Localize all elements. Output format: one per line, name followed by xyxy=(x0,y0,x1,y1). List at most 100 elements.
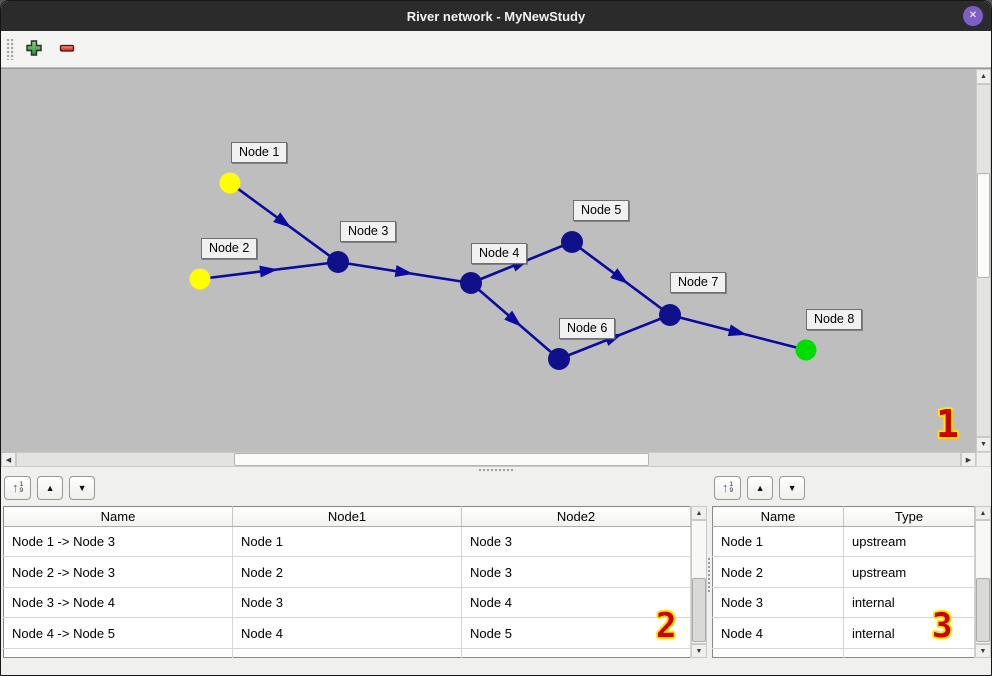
move-down-button[interactable]: ▼ xyxy=(69,476,96,500)
scrollbar-thumb[interactable] xyxy=(233,453,649,466)
node-label[interactable]: Node 5 xyxy=(573,200,630,221)
move-down-button[interactable]: ▼ xyxy=(779,476,806,500)
table-cell[interactable]: Node 1 xyxy=(232,526,462,558)
table-cell[interactable]: Node 3 xyxy=(461,556,691,588)
move-up-button[interactable]: ▲ xyxy=(747,476,774,500)
table-cell[interactable]: Node 2 xyxy=(712,556,844,588)
table-cell[interactable]: Node 4 -> Node 5 xyxy=(3,617,233,649)
arrow-down-icon: ▼ xyxy=(979,647,987,655)
table-cell[interactable]: upstream xyxy=(843,556,975,588)
column-header-name[interactable]: Name xyxy=(712,506,844,527)
scroll-left-button[interactable]: ◀ xyxy=(1,452,16,467)
scroll-down-button[interactable]: ▼ xyxy=(976,437,991,452)
move-up-button[interactable]: ▲ xyxy=(37,476,64,500)
scrollbar-track[interactable] xyxy=(16,452,961,467)
arrow-down-icon: ▼ xyxy=(980,441,987,448)
column-header-node1[interactable]: Node1 xyxy=(232,506,462,527)
main-toolbar xyxy=(1,31,991,68)
remove-node-button[interactable] xyxy=(54,36,80,62)
node-circle-internal[interactable] xyxy=(327,251,349,273)
node-label[interactable]: Node 7 xyxy=(670,272,727,293)
flow-direction-arrow-icon xyxy=(259,265,278,278)
scroll-down-button[interactable]: ▼ xyxy=(975,644,991,658)
scroll-right-button[interactable]: ▶ xyxy=(961,452,976,467)
scroll-up-button[interactable]: ▲ xyxy=(975,506,991,520)
scrollbar-thumb[interactable] xyxy=(977,172,990,279)
node-label[interactable]: Node 6 xyxy=(559,318,616,339)
scroll-up-button[interactable]: ▲ xyxy=(691,506,707,520)
table-cell[interactable]: upstream xyxy=(843,526,975,558)
close-button[interactable]: ✕ xyxy=(963,6,983,26)
flow-direction-arrow-icon xyxy=(504,310,522,327)
table-cell[interactable]: Node 3 xyxy=(461,526,691,558)
table-cell[interactable]: Node 4 xyxy=(461,587,691,619)
table-cell[interactable]: Node 1 -> Node 3 xyxy=(3,526,233,558)
scrollbar-thumb[interactable] xyxy=(692,578,706,642)
scroll-up-button[interactable]: ▲ xyxy=(976,69,991,84)
scrollbar-thumb[interactable] xyxy=(976,578,990,642)
column-header-node2[interactable]: Node2 xyxy=(461,506,691,527)
node-circle-internal[interactable] xyxy=(460,272,482,294)
table-cell[interactable]: internal xyxy=(843,587,975,619)
column-header-name[interactable]: Name xyxy=(3,506,233,527)
annotation-1: 1 xyxy=(936,402,959,446)
vertical-splitter[interactable] xyxy=(707,472,711,675)
titlebar: River network - MyNewStudy ✕ xyxy=(1,1,991,31)
node-label[interactable]: Node 2 xyxy=(201,238,258,259)
table-cell[interactable]: Node 1 xyxy=(712,526,844,558)
empty-row xyxy=(3,648,691,658)
node-label[interactable]: Node 4 xyxy=(471,243,528,264)
node-circle-upstream[interactable] xyxy=(189,268,211,290)
table-cell[interactable]: Node 3 xyxy=(232,587,462,619)
node-label[interactable]: Node 1 xyxy=(231,142,288,163)
column-header-type[interactable]: Type xyxy=(843,506,975,527)
canvas-row: 1 Node 1 Node 2 Node 3 Node 4 Node 5 Node 6 No… xyxy=(1,68,991,453)
node-circle-upstream[interactable] xyxy=(219,172,241,194)
scrollbar-track[interactable] xyxy=(976,84,991,437)
canvas-vertical-scrollbar[interactable]: ▲ ▼ xyxy=(976,69,991,452)
flow-direction-arrow-icon xyxy=(273,212,292,228)
table-cell[interactable]: Node 2 xyxy=(232,556,462,588)
scrollbar-track[interactable] xyxy=(691,520,707,644)
table-cell[interactable]: Node 2 -> Node 3 xyxy=(3,556,233,588)
table-cell[interactable]: Node 5 xyxy=(461,617,691,649)
node-circle-downstream[interactable] xyxy=(795,339,817,361)
reach-table-scrollbar[interactable]: ▲ ▼ xyxy=(691,506,707,658)
table-cell[interactable]: internal xyxy=(843,617,975,649)
node-table-scrollbar[interactable]: ▲ ▼ xyxy=(975,506,991,658)
add-node-button[interactable] xyxy=(21,36,47,62)
table-cell[interactable]: Node 4 xyxy=(232,617,462,649)
horizontal-splitter[interactable] xyxy=(1,467,991,472)
canvas-horizontal-scrollbar[interactable]: ◀ ▶ xyxy=(1,452,976,467)
scroll-down-button[interactable]: ▼ xyxy=(691,644,707,658)
node-circle-internal[interactable] xyxy=(548,348,570,370)
node-label[interactable]: Node 3 xyxy=(340,221,397,242)
flow-direction-arrow-icon xyxy=(610,268,629,284)
table-cell[interactable]: Node 4 xyxy=(712,617,844,649)
arrow-down-icon: ▼ xyxy=(695,647,703,655)
node-circle-internal[interactable] xyxy=(561,231,583,253)
node-circle-internal[interactable] xyxy=(659,304,681,326)
network-canvas[interactable]: 1 Node 1 Node 2 Node 3 Node 4 Node 5 Node 6 No… xyxy=(1,69,976,453)
toolbar-drag-handle[interactable] xyxy=(6,38,15,60)
annotation-2: 2 xyxy=(656,606,677,646)
table-cell[interactable]: Node 3 xyxy=(712,587,844,619)
node-label[interactable]: Node 8 xyxy=(806,309,863,330)
scrollbar-track[interactable] xyxy=(975,520,991,644)
table-cell[interactable]: Node 3 -> Node 4 xyxy=(3,587,233,619)
